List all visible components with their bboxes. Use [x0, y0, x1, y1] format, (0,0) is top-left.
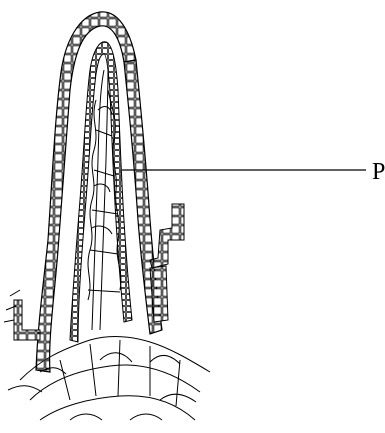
left-arm: [14, 300, 40, 340]
right-arm: [150, 204, 184, 268]
label-p: P: [372, 160, 385, 184]
